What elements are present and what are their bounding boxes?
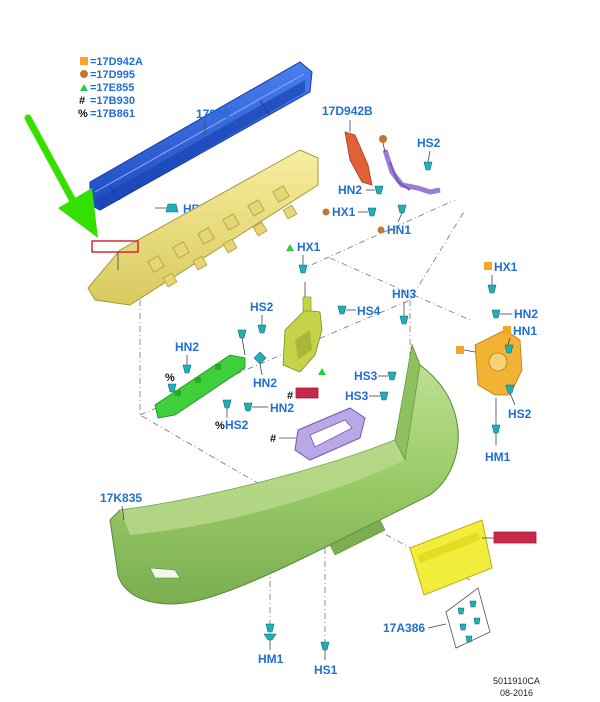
label-hs3-a: HS3 bbox=[354, 369, 378, 383]
hash-symbol: # bbox=[287, 390, 293, 402]
corner-bracket-purple bbox=[382, 149, 441, 195]
left-side-bracket bbox=[154, 354, 246, 419]
label-hn1-right: HN1 bbox=[513, 324, 537, 338]
square-17d942a-icon-2 bbox=[503, 326, 511, 334]
legend-item-17b930: =17B930 bbox=[90, 95, 135, 107]
label-17k835: 17K835 bbox=[100, 491, 142, 505]
legend-circle-icon bbox=[80, 70, 88, 78]
label-hx1-right: HX1 bbox=[494, 260, 518, 274]
label-hs2-top: HS2 bbox=[417, 136, 441, 150]
diagram-code: 5011910CA bbox=[493, 676, 540, 686]
label-hs4: HS4 bbox=[357, 304, 381, 318]
legend-triangle-icon bbox=[80, 84, 88, 91]
corner-bracket-red bbox=[344, 131, 373, 186]
license-plate bbox=[409, 519, 493, 596]
part-label-highlight bbox=[295, 387, 319, 399]
label-hn2-top: HN2 bbox=[338, 183, 362, 197]
label-hn2-left: HN2 bbox=[175, 340, 199, 354]
label-hx1-top: HX1 bbox=[332, 205, 356, 219]
label-hm1-right: HM1 bbox=[485, 450, 511, 464]
plate-label-highlight bbox=[493, 531, 537, 544]
label-hn3: HN3 bbox=[392, 287, 416, 301]
clip-17d995-icon-2 bbox=[322, 208, 330, 216]
label-hs2-low: HS2 bbox=[225, 418, 249, 432]
label-hn2-right: HN2 bbox=[514, 307, 538, 321]
legend-item-17e855: =17E855 bbox=[90, 82, 134, 94]
fastener-hb1-icon bbox=[165, 203, 179, 213]
legend-item-17d995: =17D995 bbox=[90, 69, 135, 81]
diagram-date: 08-2016 bbox=[500, 688, 533, 698]
label-hs2-right: HS2 bbox=[508, 407, 532, 421]
label-17d942b: 17D942B bbox=[322, 104, 373, 118]
legend-item-17d942a: =17D942A bbox=[90, 56, 143, 68]
label-hn2-low: HN2 bbox=[270, 401, 294, 415]
label-hn1-top: HN1 bbox=[387, 223, 411, 237]
percent-symbol-2: % bbox=[215, 420, 225, 432]
license-plate-frame bbox=[294, 407, 366, 461]
right-side-bracket bbox=[474, 329, 523, 396]
pointer-arrow-icon bbox=[24, 114, 98, 238]
clip-17d995-icon-3 bbox=[377, 226, 385, 234]
label-hx1-mid: HX1 bbox=[297, 240, 321, 254]
legend-square-icon bbox=[80, 57, 88, 65]
label-hs1-bottom: HS1 bbox=[314, 663, 338, 677]
fastener-kit-card bbox=[445, 587, 491, 649]
clip-17d995-icon bbox=[379, 135, 387, 143]
label-hn2-mid: HN2 bbox=[253, 376, 277, 390]
energy-absorber bbox=[87, 149, 319, 306]
legend-hash-symbol: # bbox=[79, 95, 85, 107]
legend: =17D942A =17D995 =17E855 # =17B930 % =17… bbox=[78, 56, 143, 120]
label-hs3-b: HS3 bbox=[345, 389, 369, 403]
square-17d942a-icon bbox=[484, 262, 492, 270]
triangle-17e855-icon bbox=[286, 244, 294, 251]
center-mounting-bracket bbox=[282, 296, 323, 373]
percent-symbol: % bbox=[165, 372, 175, 384]
label-hs2-left: HS2 bbox=[250, 300, 274, 314]
square-17d942a-icon-3 bbox=[456, 346, 464, 354]
label-17906: 17906 bbox=[196, 107, 230, 121]
legend-percent-symbol: % bbox=[78, 108, 88, 120]
absorber-label-highlight bbox=[91, 240, 139, 253]
hash-symbol-2: # bbox=[270, 433, 276, 445]
label-hm1-bottom: HM1 bbox=[258, 652, 284, 666]
label-17a386: 17A386 bbox=[383, 621, 425, 635]
bumper-cover bbox=[109, 343, 459, 605]
legend-item-17b861: =17B861 bbox=[90, 108, 135, 120]
